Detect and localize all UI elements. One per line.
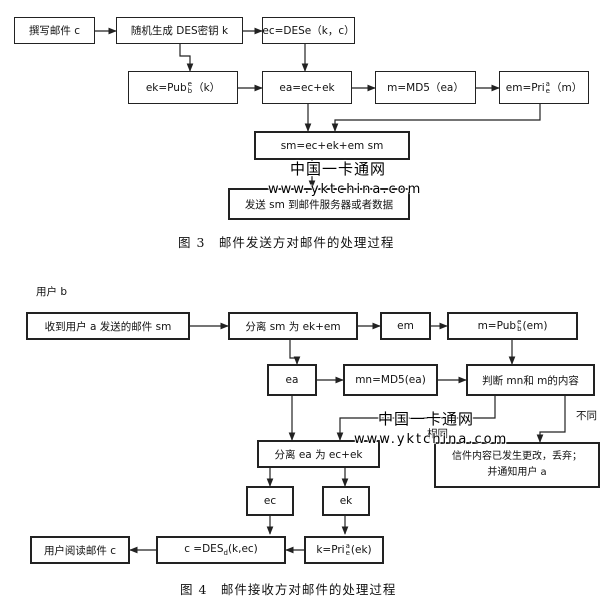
- judge-box: 判断 mn和 m的内容: [466, 364, 595, 396]
- sm-box: sm=ec+ek+em sm: [254, 131, 410, 160]
- watermark-en-bottom: www.yktchina.com: [354, 432, 509, 447]
- ea-box: ea=ec+ek: [262, 71, 352, 104]
- mn-md5-label: mn=MD5(ea): [355, 374, 426, 386]
- receive-box: 收到用户 a 发送的邮件 sm: [26, 312, 190, 340]
- send-label: 发送 sm 到邮件服务器或者数据: [244, 198, 394, 211]
- same-branch-label: 相同: [427, 428, 448, 440]
- split-sm-box: 分离 sm 为 ek+em: [228, 312, 358, 340]
- arrow-judge-same: [336, 396, 496, 441]
- em-box: em: [380, 312, 431, 340]
- generate-key-label: 随机生成 DES密钥 k: [130, 25, 229, 37]
- encrypt-label: ec=DESe（k，c）: [262, 25, 355, 37]
- sm-label: sm=ec+ek+em sm: [280, 139, 384, 152]
- receive-label: 收到用户 a 发送的邮件 sm: [44, 320, 172, 333]
- md5-label: m=MD5（ea）: [387, 82, 464, 94]
- write-mail-box: 撰写邮件 c: [14, 17, 95, 44]
- watermark-cn-bottom: 中国一卡通网: [378, 410, 475, 428]
- ea-extracted-label: ea: [285, 374, 299, 386]
- mn-md5-box: mn=MD5(ea): [343, 364, 438, 396]
- ek-box: ek: [322, 486, 370, 516]
- arrow-split-to-ea: [289, 340, 301, 365]
- content-changed-box: 信件内容已发生更改，丢弃； 并通知用户 a: [434, 442, 600, 488]
- read-mail-box: 用户阅读邮件 c: [30, 536, 130, 564]
- watermark-en-top: www.yktchina.com: [268, 182, 423, 197]
- split-sm-label: 分离 sm 为 ek+em: [245, 320, 341, 333]
- read-mail-label: 用户阅读邮件 c: [43, 544, 117, 557]
- arrow-judge-different: [536, 396, 566, 443]
- judge-label: 判断 mn和 m的内容: [482, 374, 579, 387]
- decrypt-formula: c =DESd(k,ec): [184, 542, 258, 558]
- arrow-em-to-sm: [331, 104, 541, 132]
- ea-label: ea=ec+ek: [279, 81, 335, 94]
- figure-3-caption: 图 3 邮件发送方对邮件的处理过程: [178, 235, 395, 250]
- decrypt-box: c =DESd(k,ec): [156, 536, 286, 564]
- arrow-genkey-to-ek: [179, 44, 194, 72]
- different-branch-label: 不同: [576, 410, 597, 422]
- split-ea-box: 分离 ea 为 ec+ek: [257, 440, 380, 468]
- encrypt-box: ec=DESe（k，c）: [262, 17, 355, 44]
- ec-label: ec: [263, 495, 277, 507]
- content-changed-line1: 信件内容已发生更改，丢弃；: [452, 451, 582, 462]
- ec-box: ec: [246, 486, 294, 516]
- ea-extracted-box: ea: [267, 364, 317, 396]
- user-b-label: 用户 b: [36, 286, 68, 298]
- generate-key-box: 随机生成 DES密钥 k: [116, 17, 243, 44]
- figure-4-caption: 图 4 邮件接收方对邮件的处理过程: [180, 582, 397, 597]
- md5-box: m=MD5（ea）: [375, 71, 476, 104]
- content-changed-line2: 并通知用户 a: [487, 467, 547, 478]
- watermark-cn-top: 中国一卡通网: [290, 160, 387, 178]
- split-ea-label: 分离 ea 为 ec+ek: [274, 448, 363, 461]
- ek-label: ek: [339, 495, 353, 507]
- em-label: em: [397, 320, 414, 332]
- send-box: 发送 sm 到邮件服务器或者数据: [228, 188, 410, 220]
- write-mail-label: 撰写邮件 c: [28, 25, 81, 37]
